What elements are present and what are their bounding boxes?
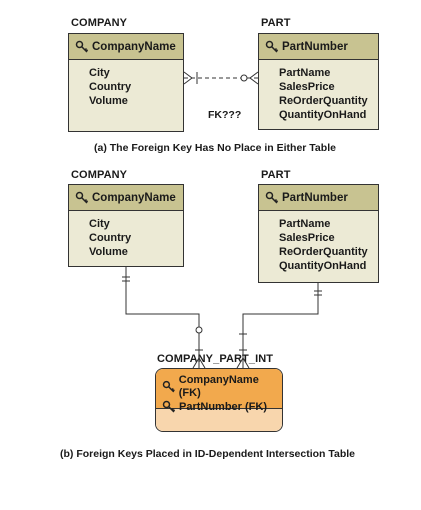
crowfoot-part-a [249, 71, 259, 85]
part-a-key: PartNumber [282, 40, 348, 53]
company-a-attributes: City Country Volume [69, 60, 183, 131]
company-a-title: COMPANY [71, 17, 128, 29]
company-a-key-row: CompanyName [69, 34, 183, 60]
key-icon [265, 191, 279, 204]
part-a-title: PART [261, 17, 291, 29]
relationship-a [183, 71, 259, 85]
optional-circle-part-a [240, 74, 248, 82]
company-a-attr: Volume [89, 95, 128, 107]
crowfoot-int-part [236, 357, 250, 369]
intersection-entity: CompanyName (FK) PartNumber (FK) [155, 368, 283, 432]
company-a-attr: City [89, 67, 110, 79]
part-a-entity: PartNumber PartName SalesPrice ReOrderQu… [258, 33, 379, 130]
part-b-entity: PartNumber PartName SalesPrice ReOrderQu… [258, 184, 379, 283]
intersection-key: PartNumber (FK) [179, 400, 268, 413]
key-icon [162, 400, 176, 413]
part-b-attr: ReOrderQuantity [279, 246, 368, 258]
part-b-attributes: PartName SalesPrice ReOrderQuantity Quan… [259, 211, 378, 282]
part-a-attr: SalesPrice [279, 81, 335, 93]
intersection-key: CompanyName (FK) [178, 374, 259, 399]
company-a-entity: CompanyName City Country Volume [68, 33, 184, 132]
company-b-attr: Country [89, 232, 132, 244]
part-b-key-row: PartNumber [259, 185, 378, 211]
part-a-key-row: PartNumber [259, 34, 378, 60]
company-b-entity: CompanyName City Country Volume [68, 184, 184, 267]
relationship-company-int [122, 267, 206, 369]
relationship-part-int [236, 283, 322, 369]
caption-a: (a) The Foreign Key Has No Place in Eith… [94, 142, 336, 154]
part-b-key: PartNumber [282, 191, 348, 204]
intersection-body [156, 409, 282, 431]
key-icon [162, 380, 175, 393]
intersection-key-rows: CompanyName (FK) PartNumber (FK) [156, 369, 282, 413]
company-b-attr: City [89, 218, 110, 230]
key-icon [265, 40, 279, 53]
part-b-attr: SalesPrice [279, 232, 335, 244]
key-icon [75, 40, 89, 53]
crowfoot-company-a [183, 71, 193, 85]
company-a-attr: Country [89, 81, 132, 93]
company-b-key: CompanyName [92, 191, 176, 204]
intersection-key-row: PartNumber (FK) [162, 400, 282, 414]
part-b-attr: PartName [279, 218, 331, 230]
company-b-key-row: CompanyName [69, 185, 183, 211]
key-icon [75, 191, 89, 204]
company-b-title: COMPANY [71, 169, 128, 181]
part-b-attr: QuantityOnHand [279, 260, 367, 272]
caption-b: (b) Foreign Keys Placed in ID-Dependent … [60, 448, 356, 460]
company-a-key: CompanyName [92, 40, 176, 53]
optional-circle-int-company [195, 326, 203, 334]
part-a-attributes: PartName SalesPrice ReOrderQuantity Quan… [259, 60, 378, 129]
company-int-line [125, 267, 200, 368]
company-b-attr: Volume [89, 246, 128, 258]
company-b-attributes: City Country Volume [69, 211, 183, 266]
intersection-key-row: CompanyName (FK) [162, 374, 282, 400]
part-b-title: PART [261, 169, 291, 181]
fk-question-label: FK??? [208, 109, 242, 121]
intersection-title: COMPANY_PART_INT [157, 353, 274, 365]
part-a-attr: QuantityOnHand [279, 109, 367, 121]
part-a-attr: ReOrderQuantity [279, 95, 368, 107]
crowfoot-int-company [192, 357, 206, 369]
part-int-line [242, 283, 319, 368]
part-a-attr: PartName [279, 67, 331, 79]
